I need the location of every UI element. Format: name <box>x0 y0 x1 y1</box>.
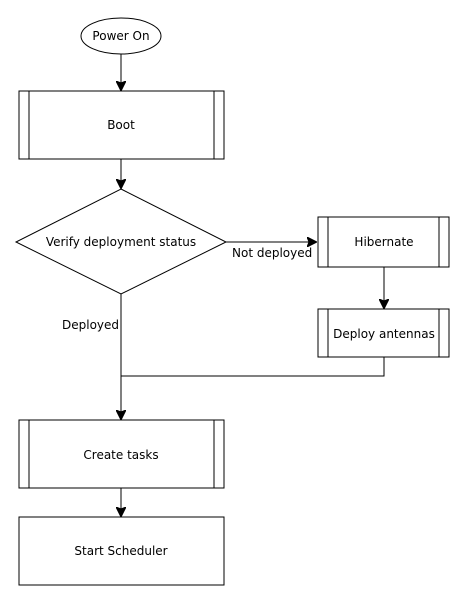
hibernate-label: Hibernate <box>354 235 413 249</box>
node-start-scheduler: Start Scheduler <box>18 516 225 586</box>
power-on-ellipse <box>80 17 162 55</box>
start-scheduler-box <box>18 516 225 586</box>
deploy-antennas-box <box>317 308 450 358</box>
node-verify-deployment-status: Verify deployment status <box>14 188 228 295</box>
node-hibernate: Hibernate <box>317 216 450 268</box>
edge-deploy-to-merge <box>121 357 385 377</box>
edge-label-deployed: Deployed <box>62 318 119 332</box>
hibernate-box <box>317 216 450 268</box>
power-on-label: Power On <box>92 29 149 43</box>
node-create-tasks: Create tasks <box>18 419 225 489</box>
node-boot: Boot <box>18 90 225 160</box>
connectors <box>121 54 384 516</box>
node-power-on: Power On <box>80 17 162 55</box>
node-deploy-antennas: Deploy antennas <box>317 308 450 358</box>
start-scheduler-label: Start Scheduler <box>74 544 167 558</box>
edge-label-not-deployed: Not deployed <box>232 246 312 260</box>
create-tasks-box <box>18 419 225 489</box>
verify-diamond <box>14 188 228 295</box>
boot-box <box>18 90 225 160</box>
deploy-antennas-label: Deploy antennas <box>333 327 435 341</box>
verify-label: Verify deployment status <box>46 235 196 249</box>
create-tasks-label: Create tasks <box>83 448 158 462</box>
boot-label: Boot <box>107 118 135 132</box>
